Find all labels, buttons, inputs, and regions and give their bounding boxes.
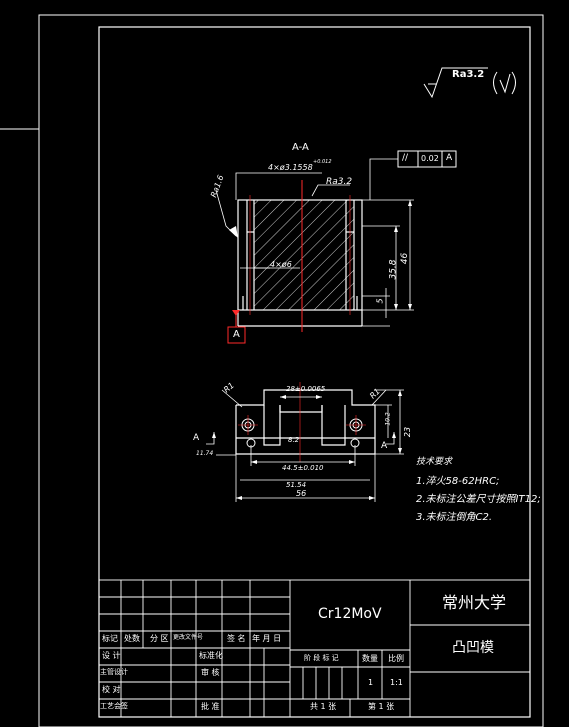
dim-46: 46	[400, 252, 411, 265]
role-check: 校 对	[102, 685, 121, 694]
dim-10-2: 10.2	[384, 412, 392, 426]
section-mark-right: A	[381, 441, 388, 451]
role-design: 设 计	[102, 651, 121, 660]
sheet-number: 第 1 张	[368, 702, 395, 711]
role-chief: 主管设计	[100, 668, 128, 676]
dim-holes-inner: 4×ø6	[270, 260, 292, 269]
rev-header-3: 分 区	[150, 634, 169, 643]
dim-56: 56	[296, 489, 307, 498]
plan-view	[206, 382, 404, 502]
university-label: 常州大学	[442, 593, 507, 612]
tol-datum: A	[446, 153, 453, 163]
role-review: 审 核	[201, 668, 220, 677]
tech-req-title: 技术要求	[416, 457, 453, 467]
outer-border	[38, 14, 544, 727]
stage-label: 阶 段 标 记	[304, 654, 339, 662]
rev-header-2: 处数	[124, 634, 140, 643]
role-standard: 标准化	[199, 651, 223, 660]
dim-5: 5	[375, 298, 385, 304]
tol-symbol: //	[402, 153, 409, 163]
scale-value: 1:1	[390, 678, 403, 687]
part-name-label: 凸凹模	[452, 640, 494, 656]
dim-51-54: 51.54	[286, 481, 307, 489]
general-roughness-symbol	[423, 67, 516, 99]
rev-header-4: 更改文件号	[173, 634, 204, 641]
inner-border	[98, 26, 531, 718]
roughness-top-label: Ra3.2	[326, 177, 353, 187]
dim-35-8: 35.8	[388, 259, 399, 280]
tech-requirements: 技术要求 1.淬火58-62HRC; 2.未标注公差尺寸按照IT12; 3.未标…	[416, 458, 541, 523]
datum-label: A	[233, 329, 240, 340]
role-process: 工艺会签	[100, 702, 128, 710]
dim-28: 28±0.0065	[286, 385, 326, 393]
section-mark-left: A	[193, 433, 200, 443]
dim-11-74: 11.74	[196, 450, 214, 457]
scale-label: 比例	[388, 654, 404, 663]
dim-44-5: 44.5±0.010	[282, 464, 324, 472]
dim-holes-top: 4×ø3.1558	[268, 163, 313, 172]
section-view	[215, 150, 457, 344]
dim-holes-top-tol: +0.012	[313, 159, 332, 165]
qty-label: 数量	[362, 654, 378, 663]
tol-value: 0.02	[421, 154, 439, 163]
tolerance-frame	[397, 150, 457, 168]
rev-header-1: 标记	[102, 634, 118, 643]
title-block-grid	[98, 579, 531, 718]
section-title: A-A	[292, 142, 309, 153]
tech-req-item-3: 3.未标注倒角C2.	[416, 512, 493, 523]
rev-header-5: 签 名	[227, 634, 246, 643]
tech-req-item-1: 1.淬火58-62HRC;	[416, 476, 500, 487]
section-body-hatch	[254, 200, 354, 310]
dim-23: 23	[403, 426, 413, 438]
dim-8-2: 8.2	[288, 436, 300, 444]
tech-req-item-2: 2.未标注公差尺寸按照IT12;	[416, 494, 541, 505]
role-approve: 批 准	[201, 702, 220, 711]
material-label: Cr12MoV	[318, 606, 382, 622]
rev-header-6: 年 月 日	[252, 634, 282, 643]
qty-value: 1	[368, 678, 374, 687]
general-roughness-label: Ra3.2	[452, 69, 485, 80]
sheets-total: 共 1 张	[310, 702, 337, 711]
